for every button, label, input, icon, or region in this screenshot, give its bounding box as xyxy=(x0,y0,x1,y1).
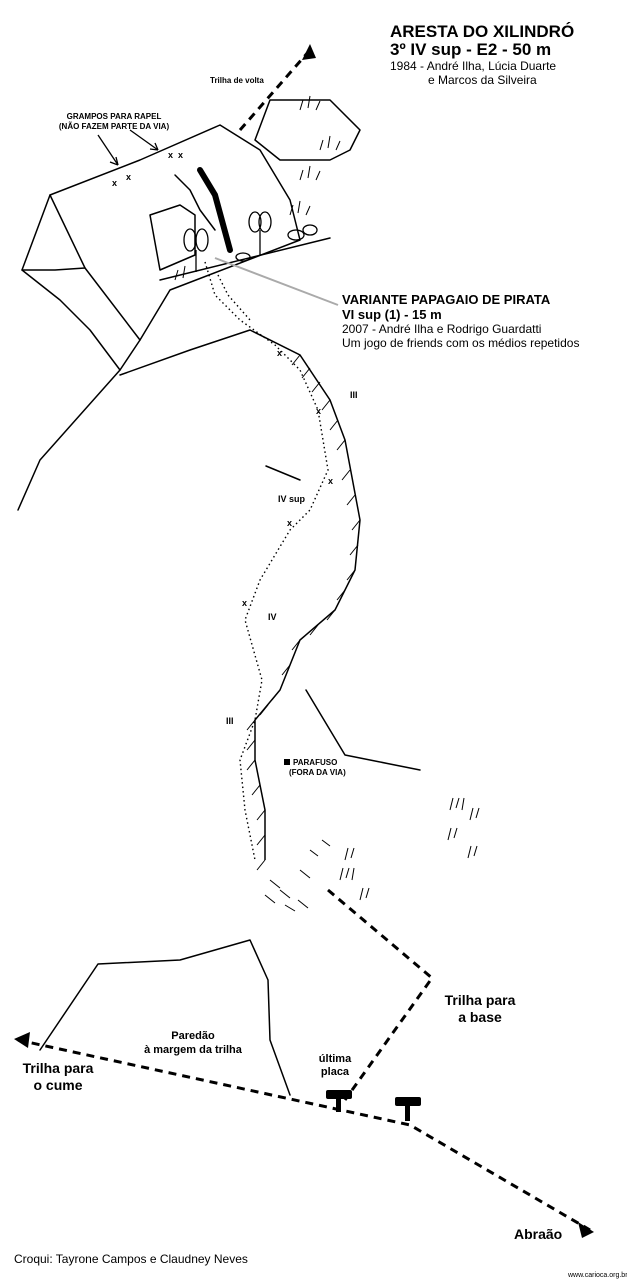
trilha-cume-label-line1: Trilha para xyxy=(22,1060,94,1076)
parafuso-label-line1: PARAFUSO xyxy=(293,758,338,767)
paredao-outline xyxy=(39,939,291,1096)
ledge xyxy=(159,237,331,281)
inner-corner xyxy=(149,204,196,271)
cliff-ledge-line xyxy=(119,329,251,376)
route-title: ARESTA DO XILINDRÓ xyxy=(390,22,575,41)
grade-label: IV sup xyxy=(278,494,306,504)
arrow-abraao xyxy=(578,1222,594,1238)
trilha-base-path xyxy=(327,888,435,1101)
trilha-base-label-line1: Trilha para xyxy=(444,992,516,1008)
trees xyxy=(183,211,318,272)
variant-dotted-line xyxy=(217,274,251,321)
bolt-mark: x xyxy=(277,348,283,358)
trilha-cume-label-line2: o cume xyxy=(33,1077,83,1093)
trilha-volta-label: Trilha de volta xyxy=(210,76,264,85)
grade-label: IV xyxy=(268,612,277,622)
variant-name: VARIANTE PAPAGAIO DE PIRATA xyxy=(342,292,551,307)
first-ascent-line1: 1984 - André Ilha, Lúcia Duarte xyxy=(390,59,557,73)
grampos-arrows xyxy=(97,129,159,166)
variant-pointer xyxy=(214,257,339,306)
bolt-mark: x xyxy=(178,150,184,160)
bolt-mark: x xyxy=(328,476,334,486)
arrow-cume xyxy=(14,1032,30,1048)
route-grade: 3º IV sup - E2 - 50 m xyxy=(390,40,552,59)
bolt-mark: x xyxy=(126,172,132,182)
first-ascent-line2: e Marcos da Silveira xyxy=(428,73,537,87)
roof-line xyxy=(265,465,301,481)
summit-block-edge xyxy=(84,267,141,341)
paredao-label-line2: à margem da trilha xyxy=(144,1044,242,1056)
variant-grade: VI sup (1) - 15 m xyxy=(342,307,442,322)
route-ticks xyxy=(246,354,361,871)
site-watermark: www.carioca.org.br xyxy=(568,1272,627,1279)
sign-ultima-placa xyxy=(326,1090,352,1112)
cliff-left-face xyxy=(17,369,121,511)
credit-text: Croqui: Tayrone Campos e Claudney Neves xyxy=(14,1252,248,1266)
crack-thick xyxy=(197,167,233,253)
abraao-label: Abraão xyxy=(514,1226,563,1242)
bolt-mark: x xyxy=(168,150,174,160)
arrow-volta xyxy=(302,44,316,60)
main-route xyxy=(249,329,361,860)
trails xyxy=(17,49,591,1232)
trilha-volta-path xyxy=(238,49,312,131)
ultima-placa-label-line1: última xyxy=(318,1053,352,1065)
bolt-mark: x xyxy=(112,178,118,188)
paredao-label-line1: Paredão xyxy=(171,1030,215,1042)
corner-crack xyxy=(174,174,216,231)
ultima-placa-label-line2: placa xyxy=(320,1066,350,1078)
grade-label: III xyxy=(226,716,234,726)
grampos-label-line1: GRAMPOS PARA RAPEL xyxy=(66,112,162,121)
bolt-mark: x xyxy=(287,518,293,528)
parafuso-label-line2: (FORA DA VIA) xyxy=(289,768,346,777)
variant-first-ascent: 2007 - André Ilha e Rodrigo Guardatti xyxy=(342,322,542,336)
trilha-main-path xyxy=(17,1038,591,1232)
summit-block-outline xyxy=(21,124,301,371)
bolt-mark: x xyxy=(316,406,322,416)
summit-boulder xyxy=(254,99,361,161)
vegetation xyxy=(174,95,480,912)
grampos-label-line2: (NÃO FAZEM PARTE DA VIA) xyxy=(58,122,170,131)
summit-block-face xyxy=(21,194,86,271)
route-dotted-line xyxy=(204,261,329,861)
parafuso-marker xyxy=(284,759,290,765)
bolt-mark: x xyxy=(242,598,248,608)
sign-second-placa xyxy=(395,1097,421,1121)
grade-label: III xyxy=(350,390,358,400)
trilha-base-label-line2: a base xyxy=(458,1009,502,1025)
variant-note: Um jogo de friends com os médios repetid… xyxy=(342,336,580,350)
buttress xyxy=(305,689,421,771)
